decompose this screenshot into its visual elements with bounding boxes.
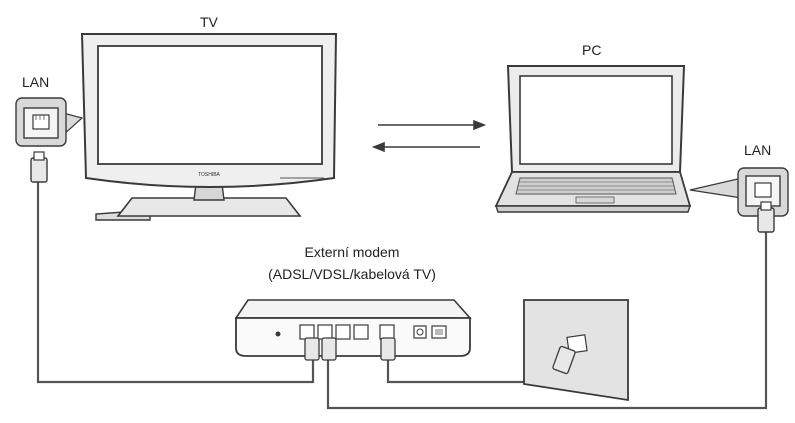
pc-label: PC bbox=[582, 42, 602, 58]
modem-label-line2: (ADSL/VDSL/kabelová TV) bbox=[268, 266, 436, 282]
laptop-touchpad bbox=[575, 196, 615, 204]
pc-laptop bbox=[494, 65, 692, 213]
laptop-screen bbox=[519, 75, 673, 165]
tv-stand bbox=[116, 197, 302, 217]
modem-plugs bbox=[304, 337, 396, 361]
lan-plug-right bbox=[757, 201, 775, 233]
tv-screen bbox=[97, 45, 323, 165]
lan-port-left bbox=[15, 97, 84, 147]
modem-lan-ports bbox=[299, 324, 369, 340]
external-modem bbox=[234, 299, 472, 357]
lan-port-right bbox=[689, 167, 789, 217]
lan-label-left: LAN bbox=[22, 74, 50, 90]
modem-top bbox=[234, 299, 472, 319]
cable-tv-to-modem bbox=[36, 182, 315, 384]
data-arrows bbox=[371, 119, 487, 153]
tv bbox=[80, 33, 338, 221]
cable-modem-to-pc bbox=[326, 232, 768, 410]
modem-body bbox=[235, 317, 471, 357]
tv-label: TV bbox=[200, 14, 218, 30]
lan-label-right: LAN bbox=[744, 142, 772, 158]
modem-wan-port bbox=[379, 324, 395, 340]
modem-power-led bbox=[275, 331, 281, 337]
modem-label-line1: Externí modem bbox=[304, 244, 400, 260]
lan-plug-left bbox=[30, 151, 48, 183]
wall-socket bbox=[523, 299, 629, 402]
tv-brand-label: TOSHIBA bbox=[198, 172, 220, 178]
wall-plug bbox=[552, 345, 576, 375]
modem-power-jack bbox=[413, 325, 427, 339]
